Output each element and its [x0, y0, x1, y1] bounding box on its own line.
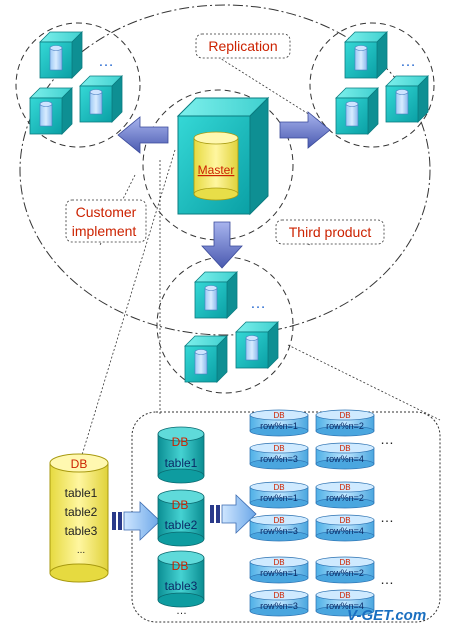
split-db-2: DB table2	[157, 489, 205, 547]
split-db-1-title: DB	[172, 435, 189, 449]
shard-db-label: row%n=2	[326, 568, 364, 578]
cube-group-top-left: …	[29, 31, 123, 135]
split-db-3: DB table3	[157, 550, 205, 608]
split-db-1: DB table1	[157, 426, 205, 484]
implement-label: implement	[72, 223, 137, 239]
leader-lines	[81, 54, 441, 456]
split-db-3-title: DB	[172, 559, 189, 573]
shard-db-title: DB	[273, 411, 284, 420]
shard-db-label: row%n=1	[260, 421, 298, 431]
shard-db-label: row%n=4	[326, 454, 364, 464]
shard-db-label: row%n=2	[326, 421, 364, 431]
shard-db-title: DB	[339, 516, 350, 525]
source-db-table-1: table1	[65, 486, 98, 500]
ellipsis-top-left: …	[98, 53, 114, 70]
cluster-center	[142, 89, 294, 241]
shard-db-title: DB	[273, 591, 284, 600]
arrow-to-bottom-cluster	[201, 221, 243, 269]
third-product-callout: Third product	[275, 219, 385, 245]
source-db-title: DB	[71, 457, 88, 471]
master-label: Master	[198, 163, 235, 177]
arrow-split-to-shards	[210, 494, 257, 534]
source-db-cylinder: DB table1 table2 table3 ...	[49, 453, 109, 583]
arrow-source-to-split	[112, 501, 161, 541]
shard-db-title: DB	[339, 591, 350, 600]
cluster-top-left	[15, 22, 141, 148]
shard-db-title: DB	[273, 444, 284, 453]
source-db-table-2: table2	[65, 505, 98, 519]
shard-db-title: DB	[339, 411, 350, 420]
third-product-label: Third product	[289, 224, 372, 240]
ellipsis-top-right: …	[400, 53, 416, 70]
replication-callout: Replication	[195, 33, 291, 59]
shard-ellipsis-3: …	[380, 571, 394, 587]
source-db-table-3: table3	[65, 524, 98, 538]
split-db-1-table: table1	[165, 456, 198, 470]
shard-db-label: row%n=2	[326, 493, 364, 503]
shard-db-title: DB	[339, 483, 350, 492]
cube-group-top-right: …	[335, 31, 429, 135]
shard-grid: DBrow%n=1DBrow%n=2DBrow%n=3DBrow%n=4DBro…	[249, 409, 375, 617]
replication-label: Replication	[208, 38, 277, 54]
arrow-to-right-cluster	[279, 111, 331, 149]
cluster-bottom	[156, 256, 294, 394]
vget-watermark-logo: V-GET.com	[347, 607, 426, 624]
cluster-top-right	[309, 22, 435, 148]
arrow-to-left-cluster	[117, 116, 169, 154]
shard-db-label: row%n=1	[260, 568, 298, 578]
master-server: Master	[176, 96, 270, 216]
customer-label: Customer	[76, 204, 137, 220]
split-db-ellipsis: …	[176, 605, 187, 617]
shard-db-label: row%n=3	[260, 601, 298, 611]
shard-db-label: row%n=3	[260, 454, 298, 464]
shard-db-label: row%n=1	[260, 493, 298, 503]
shard-db-title: DB	[273, 516, 284, 525]
cube-group-bottom: …	[184, 271, 279, 383]
outer-ring-connector	[19, 4, 431, 336]
source-db-table-more: ...	[77, 545, 85, 556]
ellipsis-bottom-cluster: …	[250, 295, 266, 312]
split-db-2-table: table2	[165, 518, 198, 532]
shard-db-label: row%n=4	[326, 601, 364, 611]
split-db-2-title: DB	[172, 498, 189, 512]
split-db-3-table: table3	[165, 579, 198, 593]
shard-ellipsis-1: …	[380, 431, 394, 447]
shard-db-title: DB	[273, 483, 284, 492]
customer-implement-callout: Customer implement	[65, 199, 147, 243]
shard-db-title: DB	[273, 558, 284, 567]
shard-ellipsis-2: …	[380, 509, 394, 525]
shard-db-label: row%n=4	[326, 526, 364, 536]
shard-db-title: DB	[339, 558, 350, 567]
shard-db-label: row%n=3	[260, 526, 298, 536]
shard-db-title: DB	[339, 444, 350, 453]
